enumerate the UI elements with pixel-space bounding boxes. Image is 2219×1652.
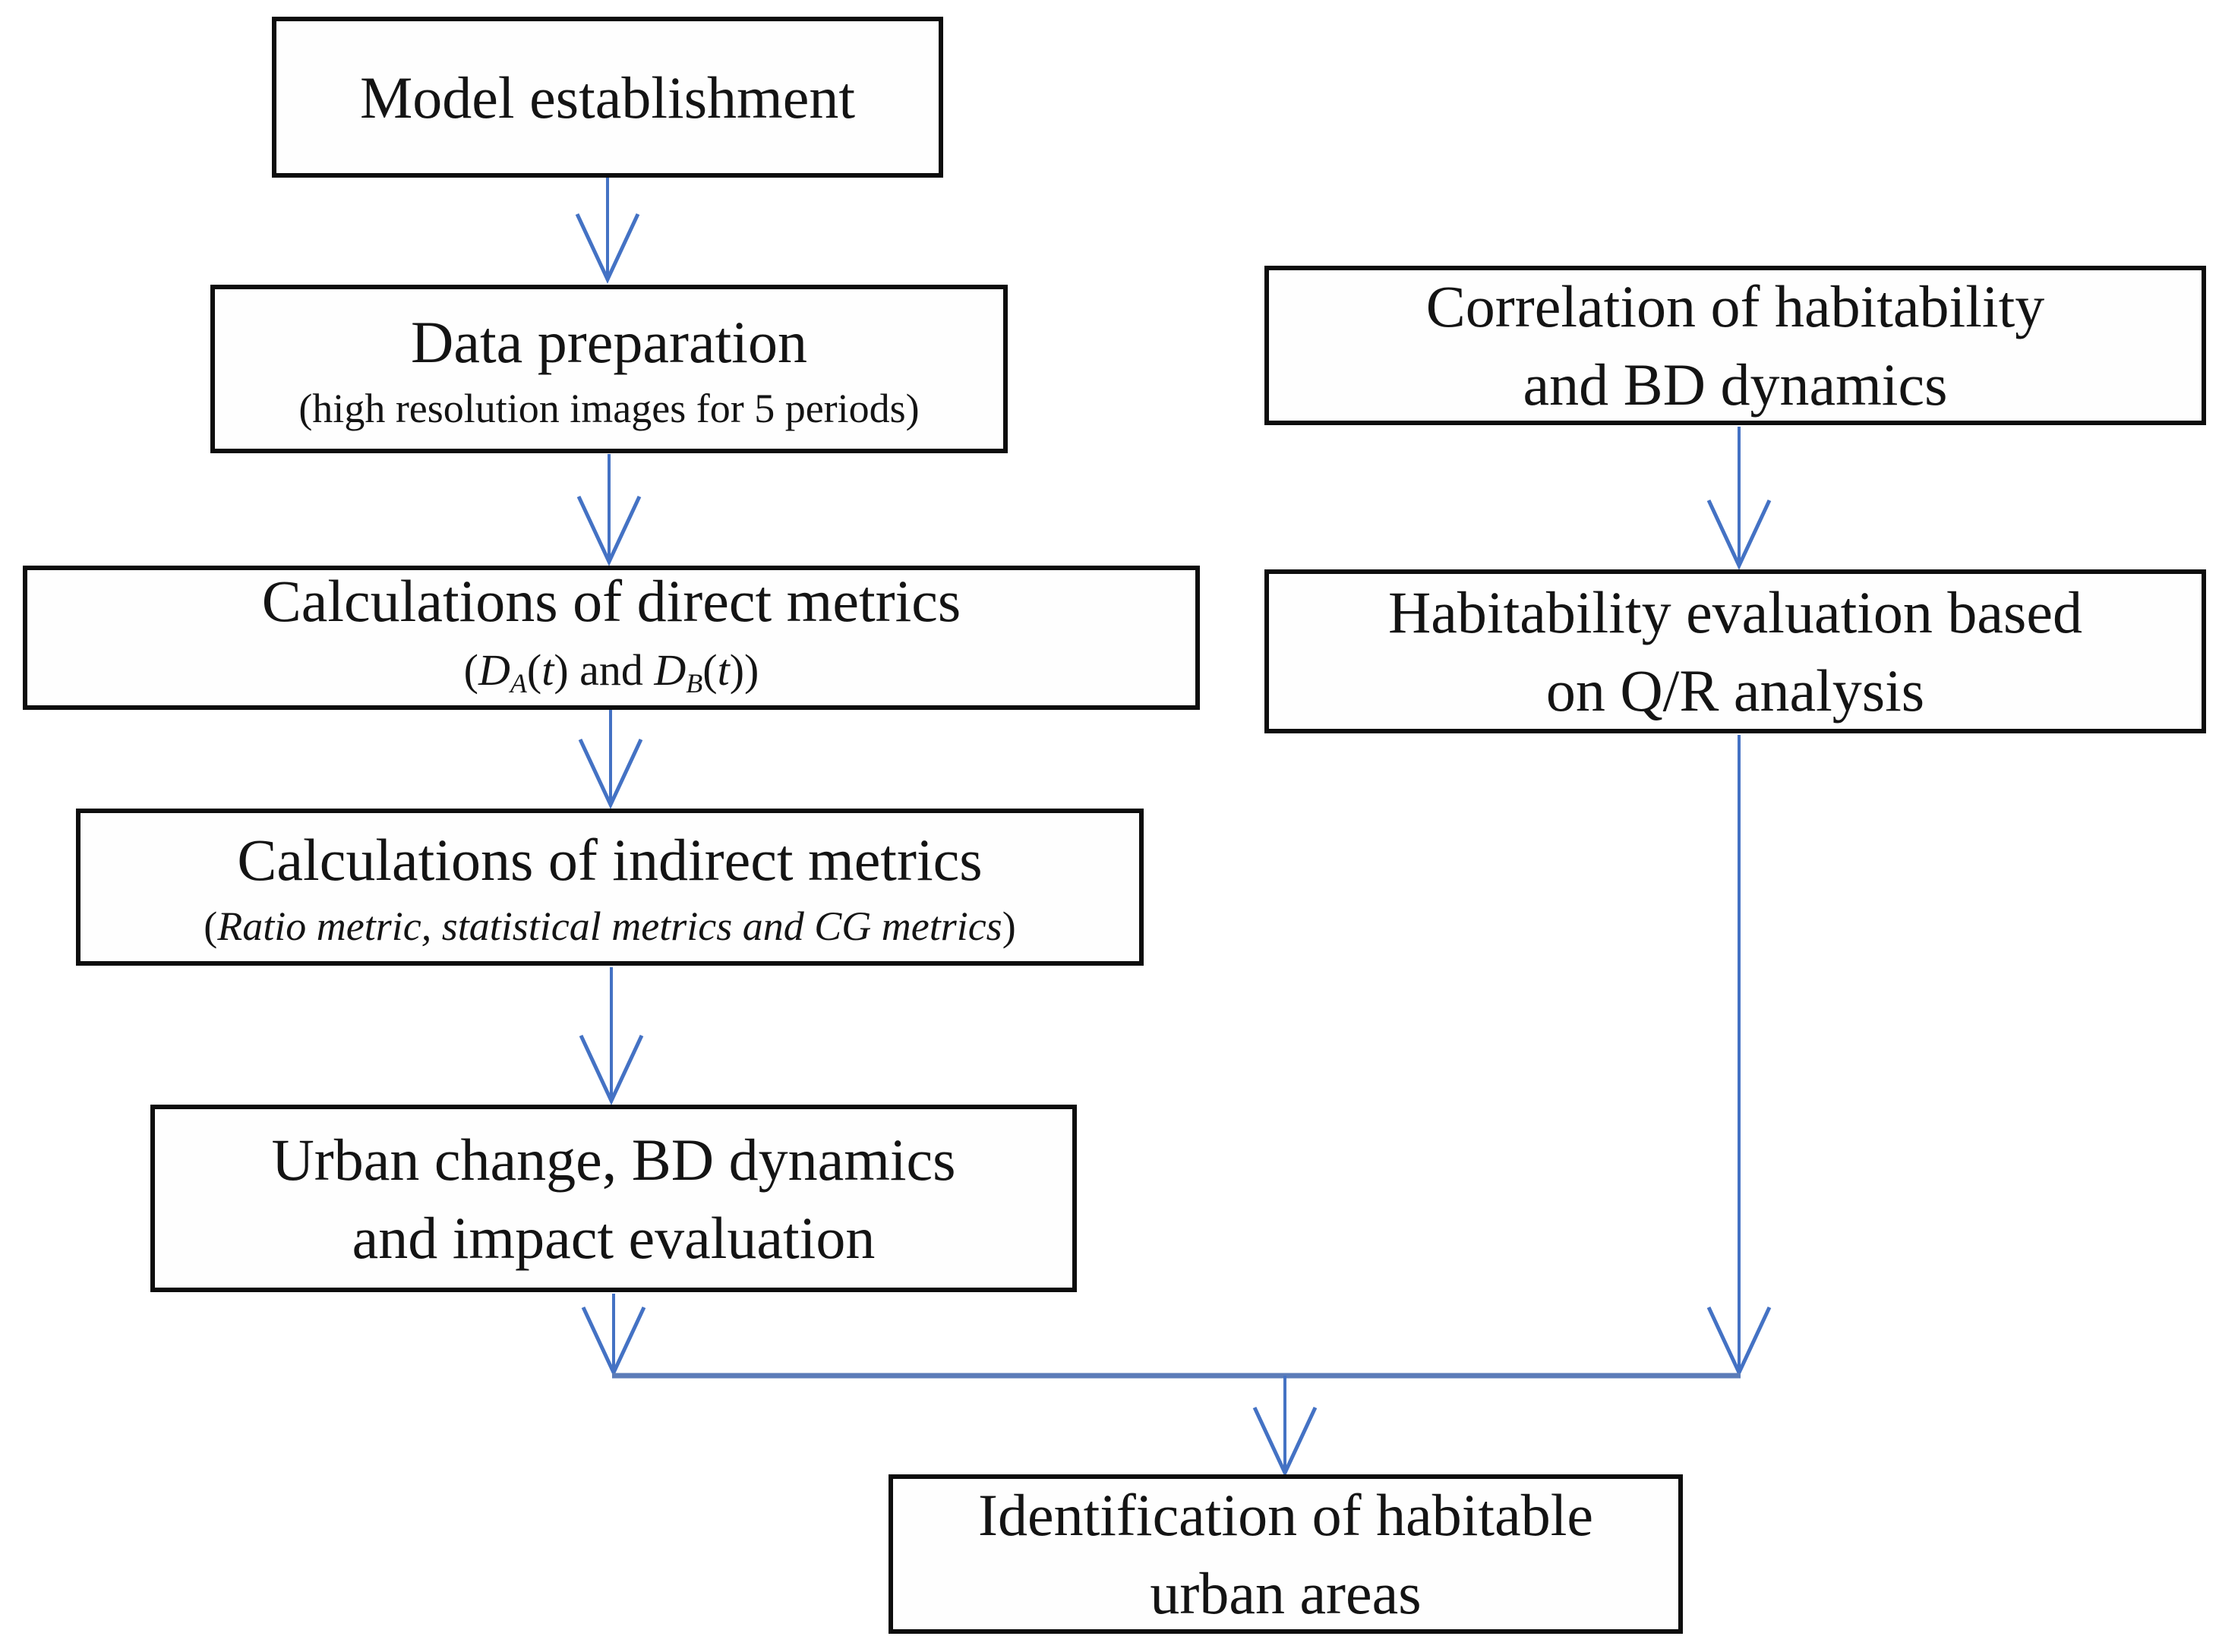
- arrow-model-to-dataprep: [575, 178, 640, 284]
- box-title: Data preparation: [411, 308, 807, 375]
- box-title-line1: Correlation of habitability: [1425, 273, 2045, 339]
- arrow-urban-to-junction: [581, 1294, 646, 1377]
- formula-segment: A: [510, 668, 527, 699]
- arrowhead-icon: [581, 1306, 646, 1377]
- box-subtitle: (Ratio metric, statistical metrics and C…: [204, 899, 1015, 954]
- arrowhead-icon: [576, 495, 642, 566]
- formula-segment: t: [541, 645, 554, 695]
- arrowhead-icon: [575, 213, 640, 284]
- arrow-habitability-to-junction: [1706, 735, 1772, 1377]
- box-model-establishment: Model establishment: [272, 17, 943, 178]
- box-indirect-metrics: Calculations of indirect metrics (Ratio …: [76, 809, 1144, 966]
- box-title-line2: and impact evaluation: [352, 1204, 876, 1271]
- arrowhead-icon: [1252, 1406, 1318, 1477]
- box-title: Calculations of indirect metrics: [237, 827, 983, 893]
- formula-segment: )): [729, 645, 759, 695]
- subtitle-paren-open: (: [204, 903, 218, 949]
- arrow-junction-to-identification: [1252, 1376, 1318, 1477]
- box-title-line2: and BD dynamics: [1523, 352, 1948, 418]
- formula-segment: D: [654, 645, 687, 695]
- arrowhead-icon: [579, 1034, 644, 1105]
- box-urban-change: Urban change, BD dynamics and impact eva…: [150, 1105, 1077, 1292]
- subtitle-paren-close: ): [1002, 903, 1016, 949]
- box-title-line1: Urban change, BD dynamics: [271, 1126, 956, 1193]
- formula-segment: (: [702, 645, 718, 695]
- box-title-line2: urban areas: [1150, 1560, 1422, 1626]
- box-correlation: Correlation of habitability and BD dynam…: [1264, 266, 2206, 425]
- arrow-dataprep-to-direct: [576, 454, 642, 566]
- box-title: Model establishment: [359, 64, 856, 131]
- formula-segment: B: [686, 668, 703, 699]
- formula-segment: t: [717, 645, 730, 695]
- arrow-direct-to-indirect: [578, 709, 643, 809]
- arrow-indirect-to-urban: [579, 967, 644, 1105]
- box-title-line1: Habitability evaluation based: [1387, 579, 2083, 645]
- box-formula: (DA(t) and DB(t)): [464, 640, 759, 714]
- box-identification: Identification of habitable urban areas: [889, 1474, 1683, 1634]
- box-data-preparation: Data preparation (high resolution images…: [210, 285, 1008, 453]
- box-title-line1: Identification of habitable: [977, 1482, 1593, 1548]
- subtitle-italic-text: Ratio metric, statistical metrics and CG…: [217, 903, 1002, 949]
- box-habitability-evaluation: Habitability evaluation based on Q/R ana…: [1264, 569, 2206, 733]
- box-subtitle: (high resolution images for 5 periods): [298, 385, 920, 431]
- arrow-correlation-to-habitability: [1706, 427, 1772, 570]
- box-title-line2: on Q/R analysis: [1545, 657, 1925, 724]
- formula-segment: (: [526, 645, 542, 695]
- box-direct-metrics: Calculations of direct metrics (DA(t) an…: [23, 566, 1200, 710]
- arrowhead-icon: [1706, 1306, 1772, 1377]
- formula-segment: D: [478, 645, 510, 695]
- arrowhead-icon: [1706, 499, 1772, 570]
- box-title: Calculations of direct metrics: [261, 567, 961, 634]
- formula-segment: ) and: [554, 645, 655, 695]
- formula-segment: (: [463, 645, 478, 695]
- arrowhead-icon: [578, 738, 643, 809]
